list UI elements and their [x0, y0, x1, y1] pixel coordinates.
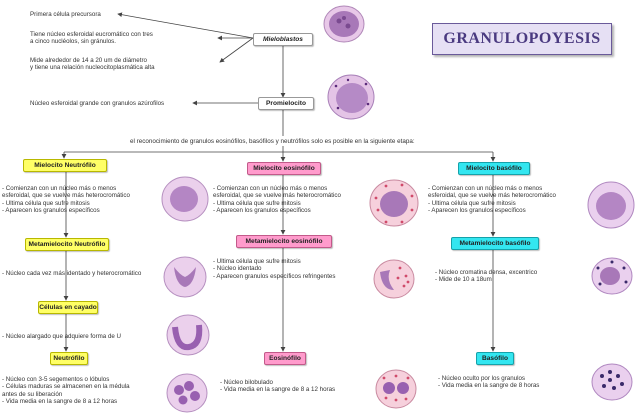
eosinofilo-note: - Núcleo bilobulado - Vida media en la s… [220, 379, 336, 394]
promielocito-note: Núcleo esferoidal grande con granulos az… [30, 100, 165, 107]
neutrofilo-note: - Núcleo con 3-5 segementos o lóbulos - … [2, 376, 130, 406]
mielocito-eosinofilo-note: - Comienzan con un núcleo más o menos es… [213, 185, 341, 215]
mieloblastos-box: Mieloblastos [253, 33, 313, 46]
mielocito-neutrofilo-box: Mielocito Neutrófilo [23, 159, 107, 172]
metamielocito-basofilo-cell-image [591, 257, 633, 295]
neutrofilo-box: Neutrófilo [50, 352, 88, 365]
mieloblastos-note-2: Tiene núcleo esferoidal eucromático con … [30, 31, 153, 46]
branch-note: el reconocimiento de granulos eosinófilo… [130, 138, 415, 145]
mielocito-basofilo-box: Mielocito basófilo [458, 162, 530, 175]
mielocito-basofilo-note: - Comienzan con un núcleo más o menos es… [428, 185, 556, 215]
mieloblasto-cell-image [323, 5, 365, 43]
metamielocito-eosinofilo-box: Metamielocito eosinófilo [236, 235, 332, 248]
basofilo-note: - Núcleo oculto por los granulos - Vida … [438, 375, 540, 390]
metamielocito-eosinofilo-cell-image [373, 259, 415, 299]
metamielocito-neutrofilo-note: - Núcleo cada vez más identado y heteroc… [2, 270, 142, 277]
promielocito-box: Promielocito [258, 97, 314, 110]
cayado-note: - Núcleo alargado que adquiere forma de … [2, 333, 122, 340]
mieloblastos-note-1: Primera célula precursora [30, 11, 101, 18]
mielocito-basofilo-cell-image [587, 181, 635, 229]
mielocito-eosinofilo-box: Mielocito eosinófilo [247, 162, 321, 175]
basofilo-box: Basófilo [476, 352, 514, 365]
metamielocito-eosinofilo-note: - Ultima célula que sufre mitosis - Núcl… [213, 258, 336, 280]
eosinofilo-box: Eosinófilo [264, 352, 306, 365]
metamielocito-basofilo-note: - Núcleo cromatina densa, excentrico - M… [435, 269, 538, 284]
mielocito-neutrofilo-cell-image [161, 176, 209, 222]
cayado-cell-image [166, 314, 210, 356]
mieloblastos-note-3: Mide alrededor de 14 a 20 um de diámetro… [30, 57, 155, 72]
mielocito-neutrofilo-note: - Comienzan con un núcleo más o menos es… [2, 185, 130, 215]
promielocito-cell-image [327, 74, 375, 120]
basofilo-cell-image [591, 363, 633, 401]
metamielocito-neutrofilo-box: Metamielocito Neutrófilo [25, 238, 109, 251]
mielocito-eosinofilo-cell-image [369, 179, 419, 227]
neutrofilo-cell-image [166, 373, 208, 413]
diagram-title: GRANULOPOYESIS [432, 23, 612, 55]
eosinofilo-cell-image [375, 369, 417, 409]
cayado-box: Células en cayado [38, 301, 98, 314]
metamielocito-basofilo-box: Metamielocito basófilo [451, 237, 539, 250]
metamielocito-neutrofilo-cell-image [163, 256, 207, 298]
